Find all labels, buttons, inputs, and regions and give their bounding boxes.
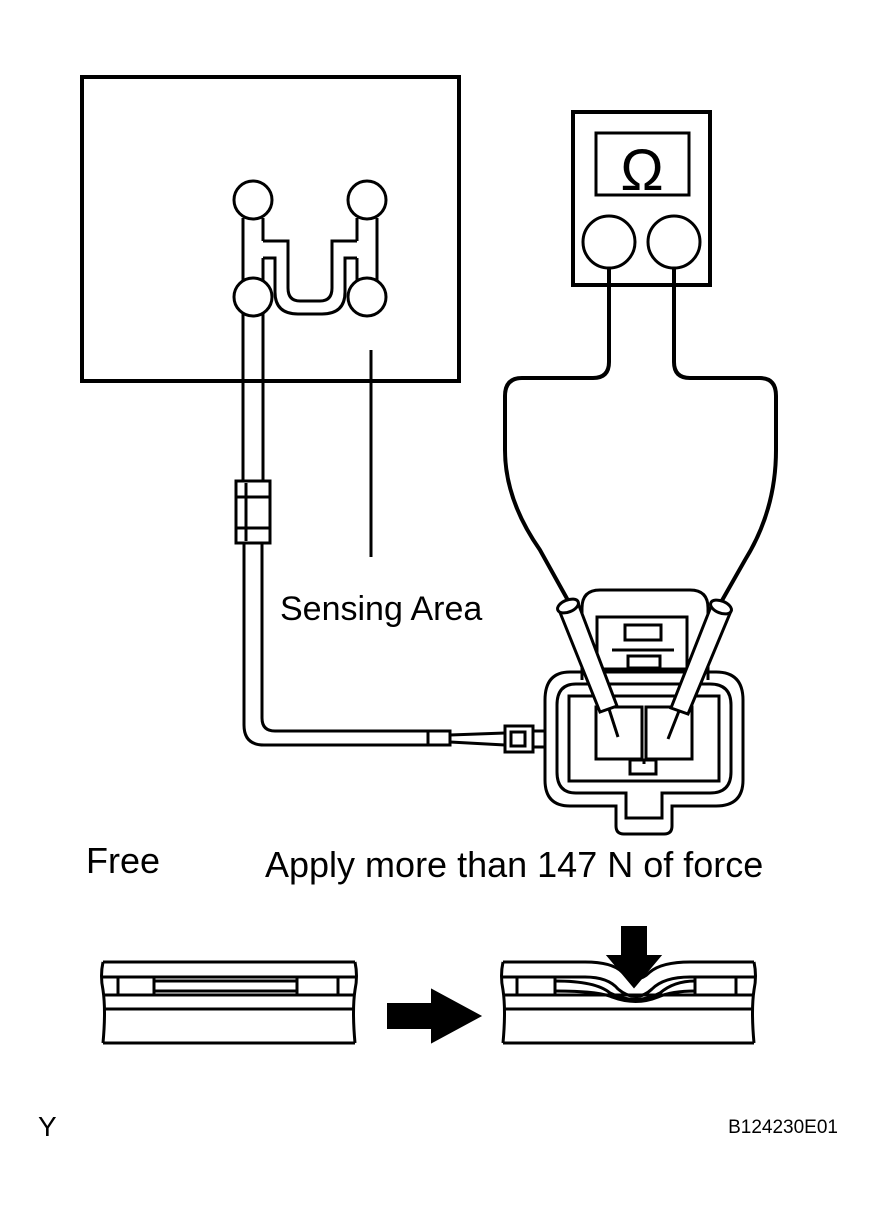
ohm-symbol: Ω [620, 138, 663, 203]
section-free [100, 960, 358, 1045]
meter-display [594, 131, 691, 197]
meter-terminal-left [581, 214, 637, 270]
sensor-lead-wire [234, 314, 545, 754]
sensing-electrode [232, 179, 388, 318]
meter-terminal-right [646, 214, 702, 270]
free-label: Free [86, 840, 160, 881]
corner-mark: Y [38, 1111, 57, 1142]
arrow-right-icon [387, 988, 483, 1044]
meter-body [571, 110, 712, 287]
sensor-connector [543, 588, 745, 836]
sensor-panel [80, 75, 461, 383]
figure-code: B124230E01 [728, 1117, 838, 1138]
tester-probes [556, 597, 733, 740]
arrow-down-icon [605, 926, 663, 989]
apply-force-label: Apply more than 147 N of force [265, 844, 763, 885]
sensing-area-label: Sensing Area [280, 590, 482, 628]
probe-leads [503, 268, 778, 605]
sensor-sheet [80, 75, 545, 754]
